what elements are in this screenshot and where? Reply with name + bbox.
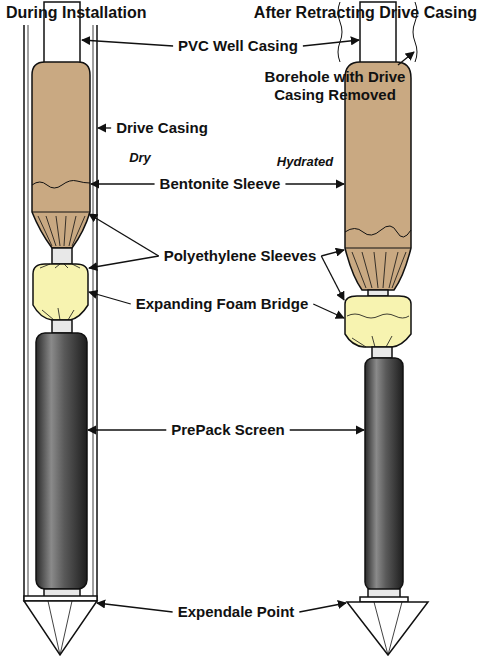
leader-line	[89, 256, 159, 268]
part-label: PrePack Screen	[171, 421, 284, 439]
leader-line	[398, 52, 414, 65]
leader-line	[97, 603, 173, 612]
leader-line	[290, 429, 364, 430]
part-label: Polyethylene Sleeves	[164, 247, 317, 265]
part-label: Borehole with Drive Casing Removed	[260, 68, 410, 104]
leader-line	[321, 256, 344, 300]
part-label: Expendale Point	[178, 603, 295, 621]
leader-line	[88, 429, 166, 430]
leader-line	[299, 603, 346, 612]
leader-line	[303, 40, 359, 46]
part-label: Expanding Foam Bridge	[136, 295, 309, 313]
panel-title: After Retracting Drive Casing	[254, 3, 477, 22]
part-label: PVC Well Casing	[178, 37, 298, 55]
leader-line	[98, 127, 111, 128]
part-label: Drive Casing	[116, 119, 208, 137]
leader-line	[285, 183, 344, 184]
leader-line	[313, 304, 344, 318]
state-note: Dry	[129, 150, 151, 166]
leader-line	[89, 292, 131, 304]
leader-line	[89, 214, 159, 256]
leader-line	[321, 250, 344, 256]
part-label: Bentonite Sleeve	[160, 175, 281, 193]
panel-title: During Installation	[6, 3, 146, 22]
leader-line	[91, 183, 155, 184]
leader-line	[82, 40, 173, 46]
state-note: Hydrated	[277, 154, 333, 170]
